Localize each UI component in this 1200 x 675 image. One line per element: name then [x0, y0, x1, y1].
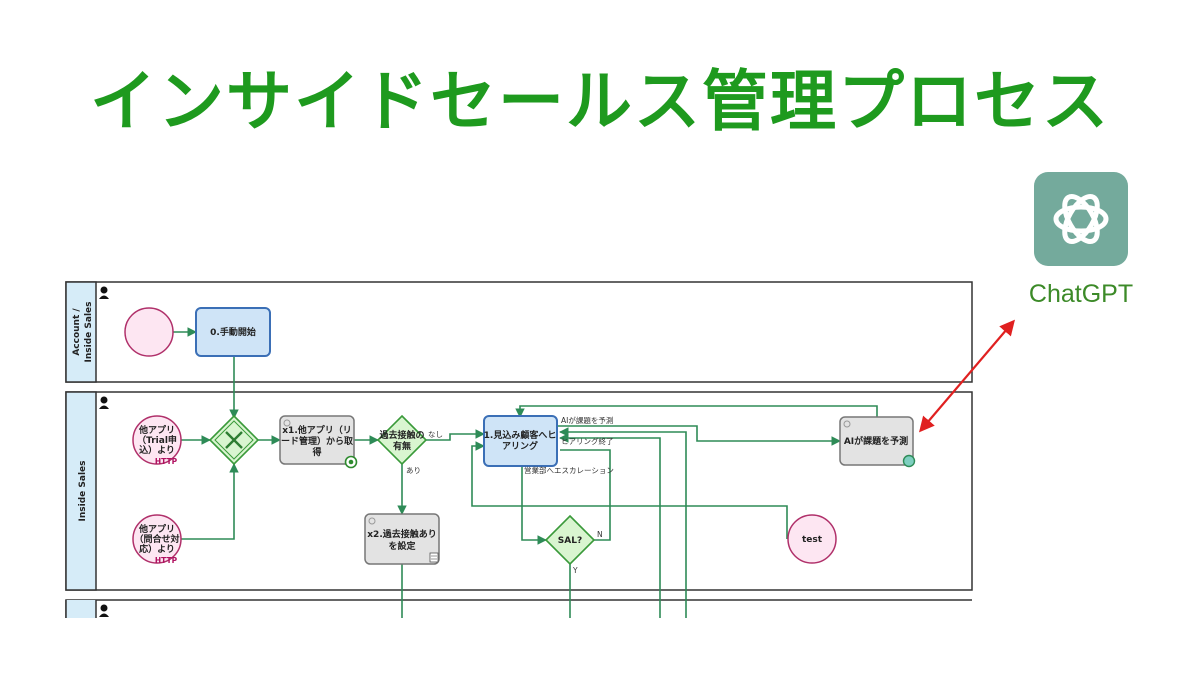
edge-label-escalation: 営業部へエスカレーション [524, 465, 614, 475]
task-label: 1.見込み顧客へヒ [484, 429, 557, 441]
gateway-merge[interactable] [208, 414, 260, 466]
boundary-event-icon [344, 455, 358, 469]
event-label: 応）より [139, 543, 175, 555]
event-test[interactable]: test [787, 514, 837, 564]
gear-icon [283, 419, 291, 427]
task-label: x1.他アプリ（リ [282, 424, 352, 436]
gateway-sal[interactable]: SAL? [544, 514, 596, 566]
task-label: ード管理）から取 [281, 435, 354, 447]
event-label: 他アプリ [138, 523, 175, 535]
page-title: インサイドセールス管理プロセス [90, 62, 1110, 140]
event-inquiry[interactable]: 他アプリ （問合せ対 応）より HTTP [132, 514, 182, 565]
http-tag: HTTP [155, 556, 178, 565]
gear-icon [368, 517, 376, 525]
edge-label-yes: Y [572, 566, 578, 575]
person-icon [99, 604, 109, 617]
event-label: test [802, 535, 823, 545]
edge-label-no: N [597, 530, 603, 539]
edge-label-ai-predict: AIが課題を予測 [561, 415, 613, 425]
task-x1[interactable]: x1.他アプリ（リ ード管理）から取 得 [279, 415, 358, 469]
task-label: 得 [311, 446, 321, 458]
calculator-icon [429, 552, 439, 563]
gateway-label: SAL? [558, 536, 582, 546]
task-label: を設定 [388, 540, 416, 552]
task-label: 0.手動開始 [210, 326, 256, 338]
task-ai-predict[interactable]: AIが課題を予測 [839, 416, 916, 468]
event-label: 他アプリ [138, 424, 175, 436]
chatgpt-label: ChatGPT [1028, 280, 1134, 308]
event-label: （Trial申 [137, 434, 177, 446]
chatgpt-logo [1034, 172, 1128, 266]
start-event[interactable] [124, 307, 174, 357]
event-label: 込）より [139, 444, 175, 456]
lane-label: Inside Sales [84, 302, 94, 363]
task-label: x2.過去接触あり [367, 528, 437, 540]
task-hearing[interactable]: 1.見込み顧客へヒ アリング [483, 415, 558, 467]
edge-label-none: なし [428, 430, 443, 439]
gateway-label: 有無 [393, 440, 411, 452]
edge-label-hearing-done: ヒアリング終了 [561, 436, 614, 446]
x-icon [225, 431, 243, 449]
task-label: アリング [502, 440, 538, 452]
gateway-history[interactable]: 過去接触の 有無 [376, 414, 428, 466]
boundary-event-icon [902, 454, 916, 468]
event-trial[interactable]: 他アプリ （Trial申 込）より HTTP [132, 415, 182, 466]
openai-knot-icon [1053, 194, 1109, 244]
person-icon [99, 396, 109, 409]
task-x2[interactable]: x2.過去接触あり を設定 [364, 513, 440, 565]
lane-next [65, 599, 972, 618]
task-label: AIが課題を予測 [844, 435, 908, 447]
http-tag: HTTP [155, 457, 178, 466]
edge-label-exists: あり [406, 466, 421, 475]
event-label: （問合せ対 [134, 533, 179, 545]
lane-label: Account / [72, 308, 82, 356]
gear-icon [843, 420, 851, 428]
task-manual-start[interactable]: 0.手動開始 [195, 307, 271, 357]
gateway-label: 過去接触の [378, 429, 424, 441]
person-icon [99, 286, 109, 299]
chatgpt-link-arrow [919, 319, 1015, 433]
lane-label: Inside Sales [78, 461, 88, 522]
sequence-flows [173, 327, 878, 618]
